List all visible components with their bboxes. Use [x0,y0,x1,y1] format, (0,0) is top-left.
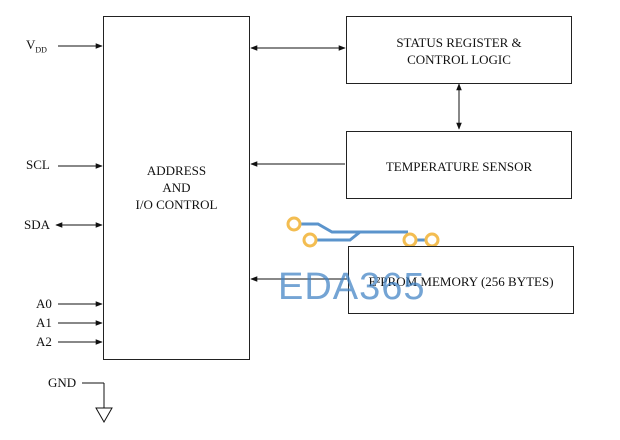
address-io-control-block: ADDRESS AND I/O CONTROL [103,16,250,360]
pin-vdd-sub: DD [35,45,47,55]
status-register-label-1: STATUS REGISTER & [396,35,522,50]
address-io-label-3: I/O CONTROL [135,197,218,212]
status-register-block: STATUS REGISTER & CONTROL LOGIC [346,16,572,84]
eeprom-block: E²PROM MEMORY (256 BYTES) [348,246,574,314]
pin-a1: A1 [36,315,52,330]
status-register-label-2: CONTROL LOGIC [407,52,511,67]
temperature-sensor-label: TEMPERATURE SENSOR [385,159,533,174]
watermark-logo: EDA365 [278,266,426,308]
pin-a2: A2 [36,334,52,349]
address-io-label-2: AND [162,180,191,195]
pin-gnd: GND [48,375,77,390]
address-io-label-1: ADDRESS [146,163,207,178]
watermark-circuit [286,216,440,248]
ground-symbol [95,407,113,424]
pin-sda: SDA [24,217,51,232]
eeprom-label: E²PROM MEMORY (256 BYTES) [368,274,554,289]
pin-scl: SCL [26,157,50,172]
pin-vdd: VDD [26,38,47,58]
pin-a0: A0 [36,296,52,311]
temperature-sensor-block: TEMPERATURE SENSOR [346,131,572,199]
pin-vdd-main: V [26,37,36,52]
